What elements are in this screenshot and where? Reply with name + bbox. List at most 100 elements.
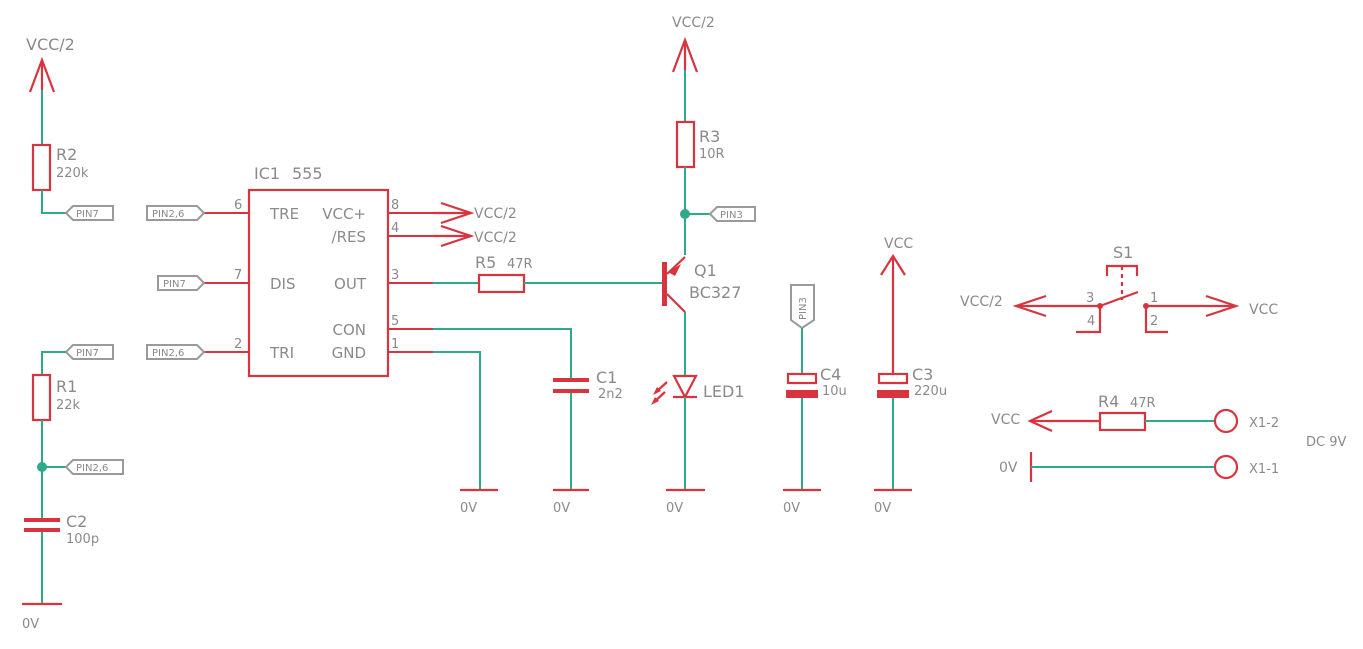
ground-c3: 0V [874, 488, 912, 516]
capacitor-c4: C4 10u [786, 365, 847, 399]
tag-pin26-c2: PIN2,6 [64, 459, 124, 475]
tag-pin3-c4: PIN3 [790, 284, 815, 330]
pin-num-6: 6 [234, 198, 242, 213]
capacitor-c2: C2 100p [24, 512, 99, 547]
ground-c2: 0V [22, 602, 62, 632]
r2-value: 220k [56, 166, 89, 181]
q1-name: Q1 [694, 261, 717, 280]
resistor-r3: R3 10R [675, 120, 725, 169]
led-led1: LED1 [651, 374, 745, 405]
r5-value: 47R [507, 257, 533, 272]
pin-num-2: 2 [234, 337, 242, 352]
pin-label-tre: TRE [269, 205, 299, 223]
pin-label-dis: DIS [270, 275, 296, 293]
ground-x1: 0V [999, 452, 1033, 482]
tag-pin26-label: PIN2,6 [152, 348, 184, 359]
pin-label-tri: TRI [269, 344, 294, 362]
vcc2-supply-r2: VCC/2 [26, 35, 75, 93]
vcc-label-s1: VCC [1249, 302, 1278, 318]
tag-pin7-r1: PIN7 [64, 344, 114, 360]
c1-name: C1 [596, 368, 617, 387]
gnd-label: 0V [874, 501, 891, 516]
pin-num-7: 7 [234, 268, 242, 283]
vcc-label: VCC [991, 412, 1020, 428]
c4-value: 10u [822, 384, 847, 399]
pin-label-res: /RES [332, 228, 366, 246]
c2-name: C2 [66, 512, 87, 531]
tag-pin3-r3: PIN3 [708, 206, 756, 222]
tag-pin3-label: PIN3 [720, 210, 743, 221]
transistor-q1: Q1 BC327 [662, 256, 741, 313]
ground-c4: 0V [783, 488, 821, 516]
tag-pin7-label: PIN7 [163, 279, 186, 290]
ground-ic: 0V [460, 488, 498, 516]
vcc2-supply-r3: VCC/2 [671, 15, 715, 73]
gnd-label: 0V [22, 617, 39, 632]
vcc-label: VCC [884, 236, 913, 252]
vcc-supply-c3: VCC [880, 236, 913, 374]
r2-name: R2 [56, 145, 77, 164]
tag-pin3-label: PIN3 [798, 297, 809, 320]
ic1-555: IC1 555 6 7 2 TRE DIS TRI 8 4 3 5 1 VCC+… [204, 164, 433, 378]
r4-value: 47R [1130, 396, 1156, 411]
capacitor-c3: C3 220u [877, 365, 947, 399]
tag-pin7-label: PIN7 [76, 209, 99, 220]
gnd-label: 0V [460, 501, 477, 516]
pin-label-con: CON [332, 321, 366, 339]
resistor-r4: R4 47R [1098, 392, 1156, 432]
c2-value: 100p [66, 532, 99, 547]
ground-c1: 0V [553, 488, 589, 516]
vcc2-supply-pin4: VCC/2 [433, 224, 517, 248]
tag-pin7-r2: PIN7 [64, 205, 114, 221]
led1-name: LED1 [703, 382, 745, 401]
vcc-supply-r4: VCC [991, 409, 1100, 433]
terminal-x1-1: X1-1 [1213, 454, 1279, 480]
vcc2-label: VCC/2 [960, 294, 1003, 310]
r3-value: 10R [699, 147, 725, 162]
c4-name: C4 [820, 365, 841, 384]
ic1-value: 555 [292, 164, 323, 183]
pin-label-gnd: GND [332, 344, 366, 362]
r3-name: R3 [699, 127, 720, 146]
pin-num-3: 3 [391, 268, 399, 283]
x1-2-label: X1-2 [1249, 416, 1279, 431]
tag-pin26-label: PIN2,6 [152, 209, 184, 220]
s1-name: S1 [1113, 243, 1133, 262]
pin-num-8: 8 [391, 198, 399, 213]
tag-pin26-ic-tri: PIN2,6 [146, 344, 206, 360]
r1-value: 22k [56, 398, 81, 413]
terminal-x1-2: X1-2 [1213, 408, 1279, 434]
c3-name: C3 [912, 365, 933, 384]
gnd-label: 0V [783, 501, 800, 516]
pin-num-4: 4 [391, 221, 399, 236]
resistor-r2: R2 220k [31, 143, 89, 192]
s1-pin3: 3 [1086, 291, 1094, 306]
c3-value: 220u [914, 384, 947, 399]
tag-pin7-label: PIN7 [76, 348, 99, 359]
gnd-label: 0V [553, 501, 570, 516]
pin-num-5: 5 [391, 314, 399, 329]
capacitor-c1: C1 2n2 [553, 368, 623, 402]
vcc2-supply-pin8: VCC/2 [433, 201, 517, 225]
s1-pin2: 2 [1150, 314, 1158, 329]
pin-label-vcc: VCC+ [322, 205, 366, 223]
switch-s1: S1 3 1 4 2 [1076, 243, 1240, 334]
x1-1-label: X1-1 [1249, 462, 1279, 477]
s1-pin1: 1 [1150, 291, 1158, 306]
r4-name: R4 [1098, 392, 1119, 411]
vcc2-supply-s1: VCC/2 [960, 294, 1100, 318]
ground-led: 0V [666, 488, 705, 516]
gnd-label: 0V [999, 460, 1018, 476]
s1-pin4: 4 [1087, 314, 1095, 329]
gnd-label: 0V [666, 501, 683, 516]
r5-name: R5 [475, 253, 496, 272]
pin-label-out: OUT [334, 275, 367, 293]
q1-value: BC327 [689, 283, 741, 302]
tag-pin26-ic-tre: PIN2,6 [146, 205, 206, 221]
vcc2-label: VCC/2 [474, 230, 517, 246]
x1-value: DC 9V [1306, 435, 1346, 450]
tag-pin7-ic-dis: PIN7 [157, 275, 206, 291]
vcc2-label: VCC/2 [26, 35, 75, 54]
vcc2-label: VCC/2 [672, 15, 715, 31]
